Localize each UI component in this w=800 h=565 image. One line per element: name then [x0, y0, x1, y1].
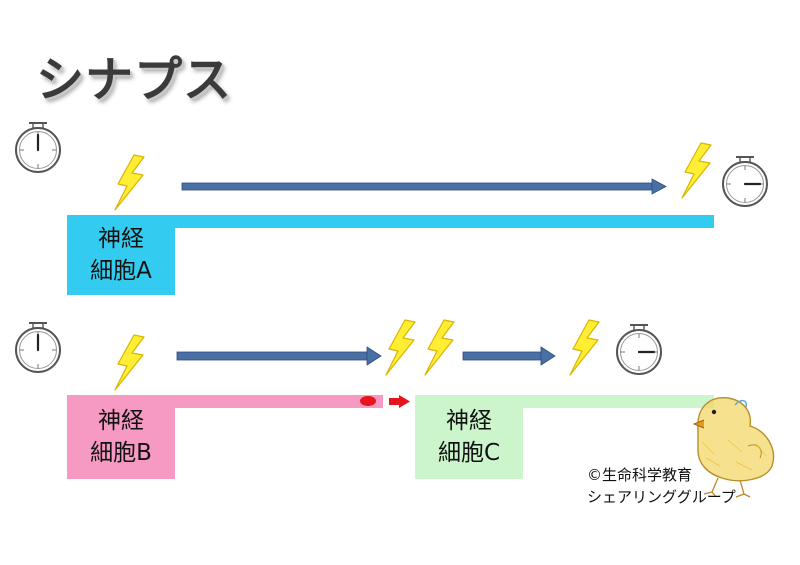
chick-drawing: [692, 397, 775, 498]
neuron-b-body: 神経 細胞B: [67, 395, 175, 479]
lightning-bolt-icon: [681, 142, 712, 199]
neuron-c-body: 神経 細胞C: [415, 395, 523, 479]
credit-line2: シェアリンググループ: [587, 488, 736, 506]
lightning-bolt-icon: [569, 319, 600, 376]
neurotransmitter-dot: [360, 396, 376, 406]
stopwatch-icon: [15, 322, 61, 373]
signal-arrow-c: [462, 346, 556, 366]
lightning-bolt-icon: [114, 334, 145, 391]
neuron-b-axon: [175, 395, 383, 408]
neuron-c-axon: [523, 395, 714, 408]
neuron-b-label-line1: 神経: [98, 408, 144, 434]
credit-line1: ©生命科学教育: [587, 466, 693, 484]
neuron-a-body: 神経 細胞A: [67, 215, 175, 295]
lightning-bolt-icon: [114, 154, 145, 211]
transmission-arrow: [389, 395, 410, 408]
neuron-a-label-line1: 神経: [98, 226, 144, 252]
neuron-a-label-line2: 細胞A: [90, 258, 152, 284]
neuron-c-label-line1: 神経: [446, 408, 492, 434]
copyright-credit: ©生命科学教育 シェアリンググループ: [587, 464, 736, 508]
lightning-bolt-icon: [424, 319, 455, 376]
page-title: シナプス: [36, 52, 233, 108]
signal-arrow-a: [181, 178, 667, 195]
neuron-a-axon: [175, 215, 714, 228]
stopwatch-icon: [616, 324, 662, 375]
neuron-c-label-line2: 細胞C: [437, 440, 501, 466]
signal-arrow-b: [176, 346, 382, 366]
stopwatch-icon: [722, 156, 768, 207]
lightning-bolt-icon: [385, 319, 416, 376]
neuron-b-label-line2: 細胞B: [90, 440, 152, 466]
stopwatch-icon: [15, 122, 61, 173]
